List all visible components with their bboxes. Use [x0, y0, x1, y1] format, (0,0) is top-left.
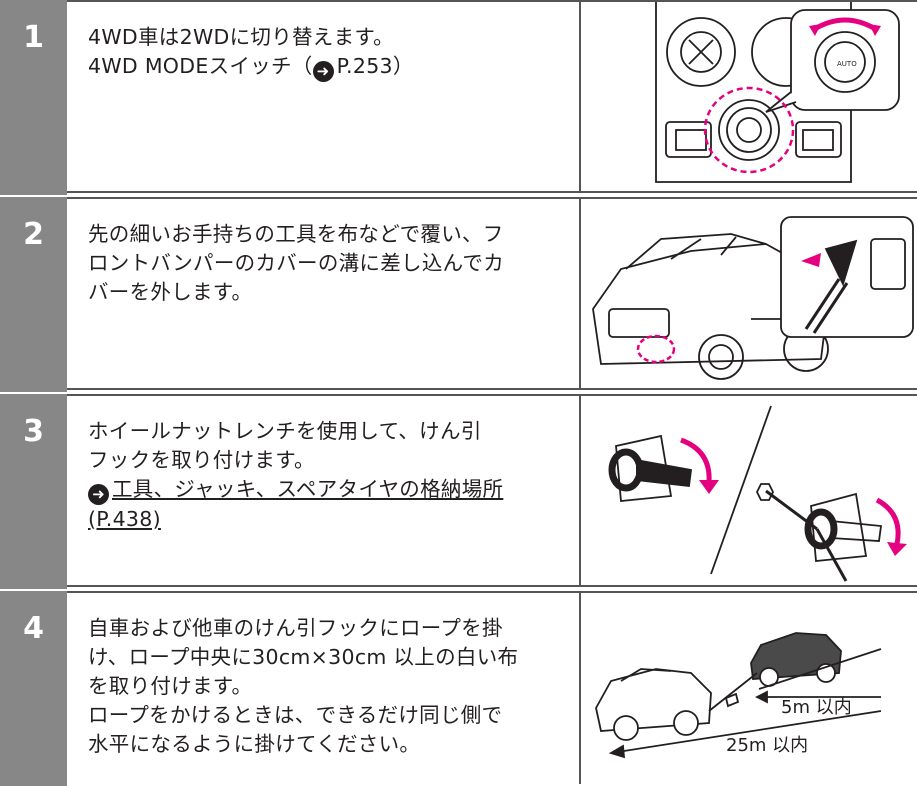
- instruction-line: 水平になるように掛けてください。: [88, 732, 421, 756]
- step-text-cell: 自車および他車のけん引フックにロープを掛 け、ロープ中央に30cm×30cm 以…: [67, 591, 579, 784]
- step-number-column: 1: [0, 0, 67, 195]
- step-number: 1: [23, 20, 44, 55]
- step-illustration-cell: [579, 394, 917, 587]
- instruction-line: バーを外します。: [88, 280, 253, 304]
- instruction-line: 先の細いお手持ちの工具を布などで覆い、フ: [88, 222, 504, 246]
- 4wd-mode-switch-illustration: AUTO: [655, 2, 900, 183]
- step-2: 2 先の細いお手持ちの工具を布などで覆い、フ ロントバンパーのカバーの溝に差し込…: [0, 197, 917, 392]
- page-reference-link[interactable]: P.253）: [336, 54, 414, 78]
- step-4: 4 自車および他車のけん引フックにロープを掛 け、ロープ中央に30cm×30cm…: [0, 591, 917, 786]
- bumper-cover-removal-illustration: [592, 216, 914, 380]
- step-illustration-cell: 5m 以内 25m 以内: [579, 591, 917, 784]
- step-instructions: ホイールナットレンチを使用して、けん引 フックを取り付けます。 ➜工具、ジャッキ…: [88, 417, 568, 534]
- instruction-line: け、ロープ中央に30cm×30cm 以上の白い布: [88, 645, 519, 669]
- towing-cars-illustration: 5m 以内 25m 以内: [595, 632, 882, 759]
- step-instructions: 自車および他車のけん引フックにロープを掛 け、ロープ中央に30cm×30cm 以…: [88, 614, 568, 759]
- step-1: 1 4WD車は2WDに切り替えます。 4WD MODEスイッチ（➜P.253）: [0, 0, 917, 195]
- step-number-column: 4: [0, 591, 67, 786]
- step-illustration-cell: [579, 197, 917, 390]
- svg-text:AUTO: AUTO: [837, 60, 857, 68]
- step-number-column: 2: [0, 197, 67, 392]
- distance-label-5m: 5m 以内: [781, 697, 852, 718]
- step-illustration-cell: AUTO: [579, 0, 917, 193]
- arrow-right-circle-icon[interactable]: ➜: [88, 484, 109, 505]
- instruction-line: ロントバンパーのカバーの溝に差し込んでカ: [88, 251, 504, 275]
- tool-storage-link[interactable]: 工具、ジャッキ、スペアタイヤの格納場所: [112, 477, 504, 501]
- instruction-line: 4WD MODEスイッチ（➜P.253）: [88, 54, 414, 82]
- instruction-line: 4WD車は2WDに切り替えます。: [88, 25, 394, 49]
- arrow-right-circle-icon[interactable]: ➜: [312, 61, 334, 82]
- instruction-line: ホイールナットレンチを使用して、けん引: [88, 419, 482, 443]
- step-instructions: 先の細いお手持ちの工具を布などで覆い、フ ロントバンパーのカバーの溝に差し込んで…: [88, 220, 568, 307]
- step-number: 4: [23, 611, 44, 646]
- tow-hook-install-illustration: [608, 405, 907, 582]
- step-number: 3: [23, 414, 44, 449]
- step-instructions: 4WD車は2WDに切り替えます。 4WD MODEスイッチ（➜P.253）: [88, 23, 568, 82]
- instruction-line: ロープをかけるときは、できるだけ同じ側で: [88, 703, 503, 727]
- reference-line: ➜工具、ジャッキ、スペアタイヤの格納場所: [88, 475, 568, 505]
- step-number-column: 3: [0, 394, 67, 589]
- instruction-line: フックを取り付けます。: [88, 448, 315, 472]
- step-3: 3 ホイールナットレンチを使用して、けん引 フックを取り付けます。 ➜工具、ジャ…: [0, 394, 917, 589]
- step-text-cell: 先の細いお手持ちの工具を布などで覆い、フ ロントバンパーのカバーの溝に差し込んで…: [67, 197, 579, 390]
- step-number: 2: [23, 217, 44, 252]
- instruction-line: を取り付けます。: [88, 674, 253, 698]
- tool-storage-page-link[interactable]: (P.438): [88, 507, 161, 531]
- step-text-cell: 4WD車は2WDに切り替えます。 4WD MODEスイッチ（➜P.253）: [67, 0, 579, 193]
- instruction-line: 自車および他車のけん引フックにロープを掛: [88, 616, 503, 640]
- distance-label-25m: 25m 以内: [726, 735, 808, 756]
- step-text-cell: ホイールナットレンチを使用して、けん引 フックを取り付けます。 ➜工具、ジャッキ…: [67, 394, 579, 587]
